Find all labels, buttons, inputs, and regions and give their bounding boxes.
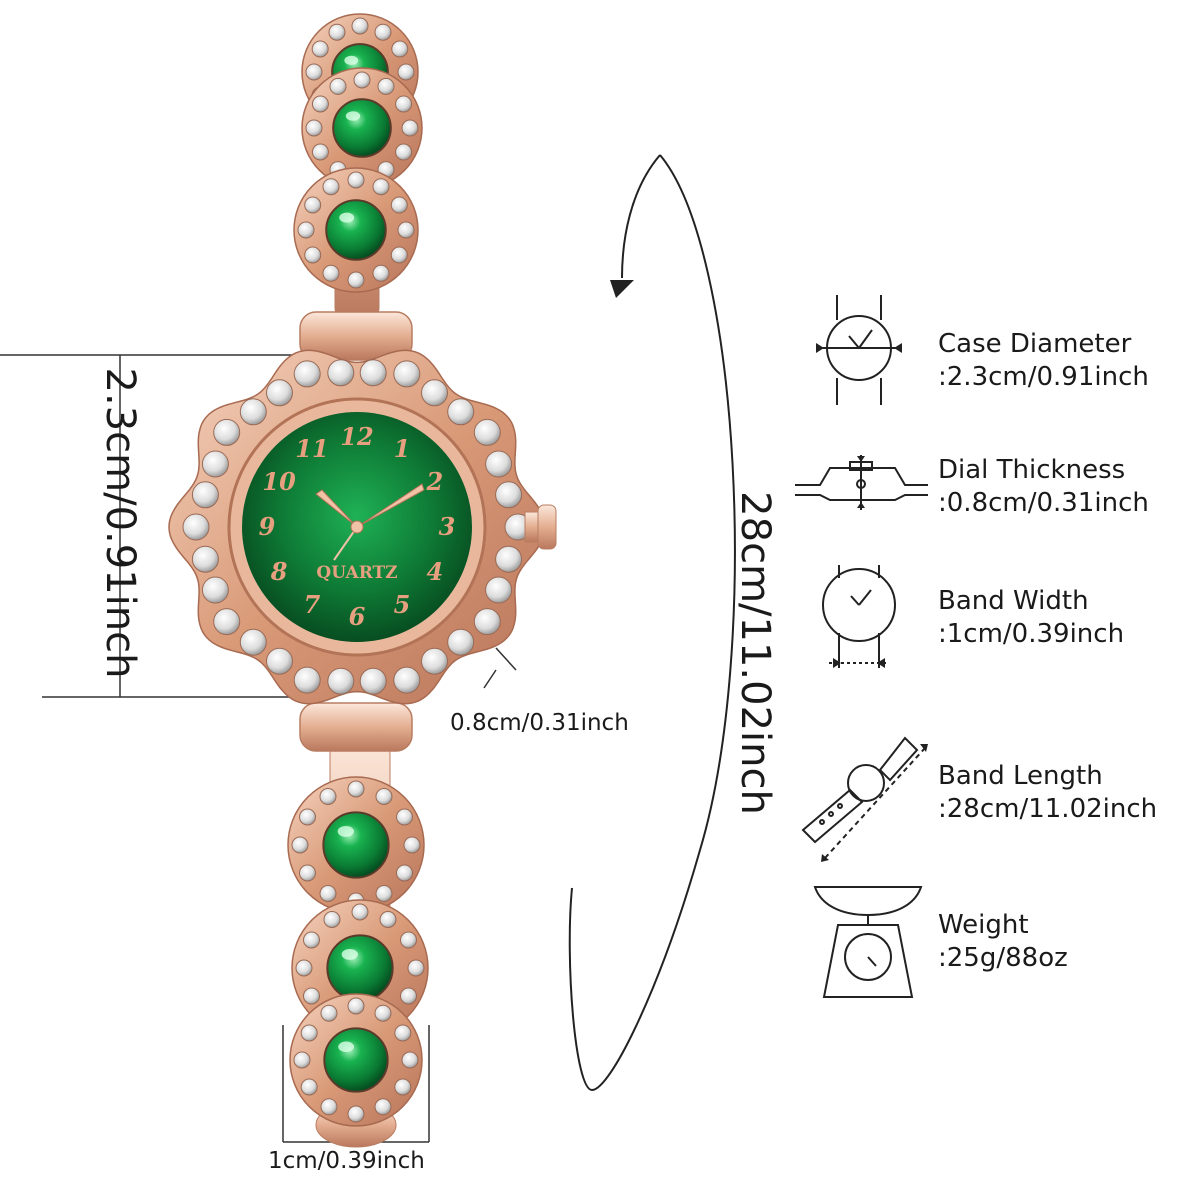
weight-scale-icon: [813, 886, 923, 998]
spec-value-case-diameter: :2.3cm/0.91inch: [938, 362, 1149, 392]
spec-label-dial-thickness: Dial Thickness: [938, 455, 1126, 485]
bezel-stone: [191, 481, 219, 509]
total-length-dimension: 28cm/11.02inch: [732, 491, 778, 815]
band-width-icon: [822, 565, 896, 668]
bezel-stone: [266, 379, 293, 407]
dial-numeral: 8: [270, 557, 288, 586]
spec-value-band-width: :1cm/0.39inch: [938, 619, 1125, 649]
bezel-stone: [495, 545, 523, 573]
bezel-stone: [473, 608, 501, 636]
dial-thickness-icon: [795, 455, 928, 510]
bezel-stone: [239, 628, 267, 656]
bezel-stone: [485, 576, 513, 604]
bezel-stone: [293, 666, 321, 694]
bezel-stone: [213, 418, 241, 446]
length-arrow: [568, 154, 736, 1092]
green-gem: [326, 934, 394, 1002]
bezel-stone: [213, 608, 241, 636]
bezel-stone: [266, 647, 293, 675]
bezel-stone: [393, 666, 421, 694]
bracelet-top: [293, 13, 423, 321]
spec-label-weight: Weight: [938, 910, 1029, 940]
dial-numeral: 4: [427, 557, 444, 586]
band-width-dimension: 1cm/0.39inch: [268, 1148, 425, 1174]
dial-numeral: 2: [426, 467, 444, 496]
bezel-stone: [293, 360, 321, 388]
green-gem: [322, 811, 390, 879]
dial-numeral: 11: [295, 434, 328, 463]
bezel-stone: [191, 545, 219, 573]
crown: [524, 504, 557, 550]
upper-lug: [299, 311, 413, 361]
dial-numeral: 9: [259, 512, 276, 541]
spec-label-case-diameter: Case Diameter: [938, 329, 1132, 359]
case-height-guide: [0, 354, 300, 698]
dial-brand-text: QUARTZ: [316, 563, 397, 583]
dial-numeral: 6: [349, 602, 366, 631]
spec-label-band-length: Band Length: [938, 761, 1103, 791]
dial-numeral: 10: [262, 467, 296, 496]
bezel-stone: [327, 359, 355, 387]
case-height-dimension: 2.3cm/0.91inch: [97, 367, 143, 679]
thickness-dimension: 0.8cm/0.31inch: [450, 710, 629, 736]
bezel-stone: [201, 450, 229, 478]
dial-numeral: 12: [340, 422, 373, 451]
green-gem: [332, 98, 392, 158]
dial-numeral: 5: [394, 590, 411, 619]
spec-value-band-length: :28cm/11.02inch: [938, 794, 1158, 824]
bezel-stone: [495, 481, 523, 509]
bezel-stone: [327, 667, 355, 695]
bezel-stone: [393, 360, 421, 388]
bezel-stone: [359, 667, 387, 695]
watch-hands: [315, 483, 425, 561]
spec-value-dial-thickness: :0.8cm/0.31inch: [938, 488, 1149, 518]
case-diameter-icon: [816, 295, 902, 405]
bezel-stone: [201, 576, 229, 604]
bezel-stone: [421, 379, 448, 407]
lower-lug: [299, 702, 413, 752]
bezel-stone: [239, 398, 267, 426]
bracelet-link: [287, 776, 425, 914]
dial-numeral: 3: [439, 512, 456, 541]
bezel-stone: [485, 450, 513, 478]
bezel-stone: [447, 398, 475, 426]
bracelet-bottom: [287, 739, 429, 1148]
thickness-guide: [483, 647, 517, 689]
dial-numeral: 7: [304, 590, 321, 619]
dial-numeral: 1: [394, 434, 411, 463]
bezel-stone: [473, 418, 501, 446]
green-gem: [325, 199, 387, 261]
spec-label-band-width: Band Width: [938, 586, 1089, 616]
spec-value-weight: :25g/88oz: [938, 943, 1068, 973]
bezel-stone: [447, 628, 475, 656]
bezel-stone: [359, 359, 387, 387]
green-gem: [323, 1027, 389, 1093]
bracelet-link: [293, 167, 419, 293]
bracelet-link: [289, 993, 423, 1127]
bezel-stone: [182, 513, 210, 541]
band-length-icon: [801, 736, 928, 862]
bezel-stone: [421, 647, 448, 675]
